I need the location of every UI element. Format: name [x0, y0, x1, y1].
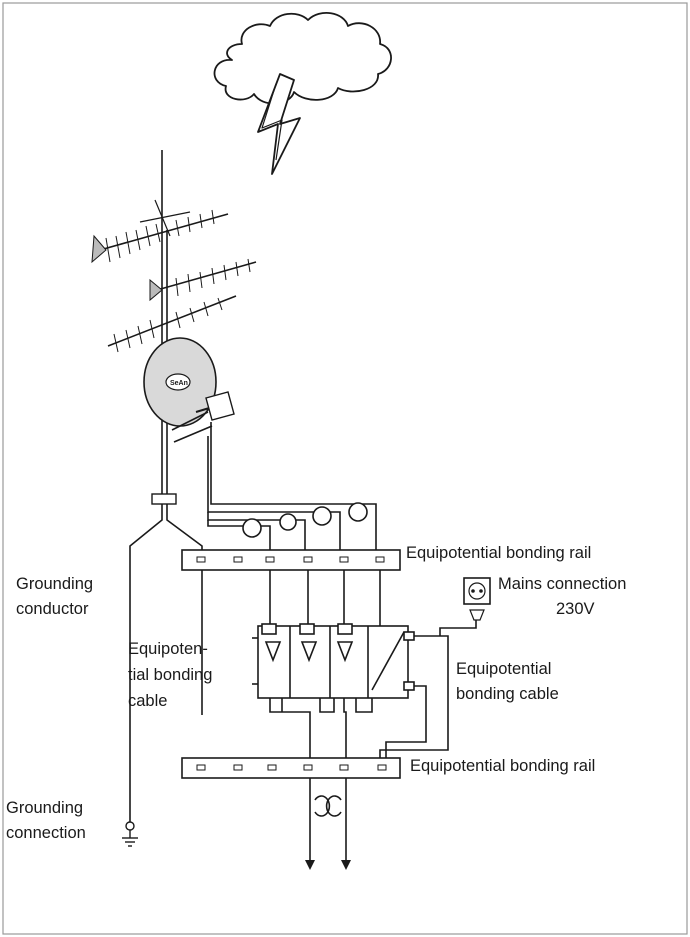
label-bonding-cable-right-line2: bonding cable	[456, 685, 559, 703]
antenna-icon	[91, 150, 257, 500]
output-coils	[314, 795, 342, 817]
wiring	[129, 422, 477, 862]
output-arrows	[305, 860, 351, 870]
label-bonding-cable-right-line1: Equipotential	[456, 660, 551, 678]
amplifier-modules	[252, 623, 415, 699]
dish-logo: SeAn	[170, 380, 188, 387]
lightning-cloud-icon	[213, 12, 392, 175]
label-grounding-connection-line1: Grounding	[6, 799, 83, 817]
bonding-rail-top	[181, 549, 401, 571]
mast-clamp	[151, 493, 177, 505]
label-rail-bottom: Equipotential bonding rail	[410, 757, 595, 775]
label-rail-top: Equipotential bonding rail	[406, 544, 591, 562]
label-grounding-connection-line2: connection	[6, 824, 86, 842]
bonding-rail-bottom	[181, 757, 401, 779]
label-mains-line1: Mains connection	[498, 575, 626, 593]
label-bonding-cable-left-line3: cable	[128, 692, 167, 710]
label-bonding-cable-left-line2: tial bonding	[128, 666, 212, 684]
label-mains-line2: 230V	[556, 600, 595, 618]
label-grounding-conductor-line2: conductor	[16, 600, 89, 618]
label-grounding-conductor-line1: Grounding	[16, 575, 93, 593]
label-bonding-cable-left-line1: Equipoten-	[128, 640, 208, 658]
power-socket-icon	[463, 577, 491, 621]
ground-symbol-icon	[122, 821, 138, 847]
satellite-dish-icon	[143, 337, 235, 443]
cable-loops	[242, 502, 368, 538]
